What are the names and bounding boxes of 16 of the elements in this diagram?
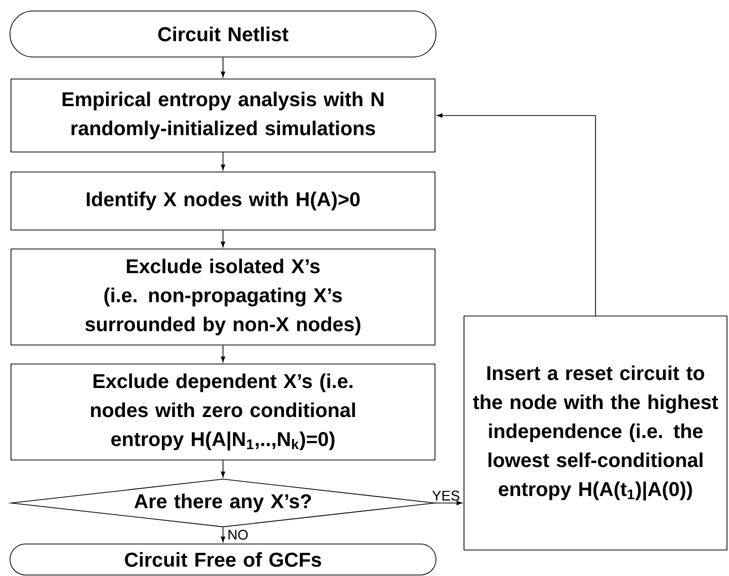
arrow — [435, 500, 462, 506]
arrow — [220, 230, 226, 248]
terminal-box: Circuit Netlist — [10, 10, 436, 58]
arrow — [220, 526, 226, 542]
process-box: Identify X nodes with H(A)>0 — [10, 172, 436, 230]
edge-label: NO — [228, 530, 248, 540]
process-box: Empirical entropy analysis with N randomly-initialized simulations — [10, 78, 436, 152]
arrow — [220, 57, 226, 78]
arrow — [220, 345, 226, 362]
arrow — [436, 113, 596, 316]
process-box: Exclude isolated X’s (i.e. non-propagating X’s surrounded by non-X nodes) — [10, 248, 436, 346]
arrow — [220, 460, 226, 478]
process-box: Exclude dependent X’s (i.e. nodes with zero conditional entropy H(A|N$_{1}$,..,N$_{k}$)=0) — [10, 364, 436, 460]
process-box: Insert a reset circuit to the node with the highest independence (i.e. the lowest self-conditional entropy H(A(t$_{1}$)|A(0)) — [464, 316, 728, 550]
terminal-box: Circuit Free of GCFs — [10, 544, 436, 576]
arrow — [220, 152, 226, 170]
